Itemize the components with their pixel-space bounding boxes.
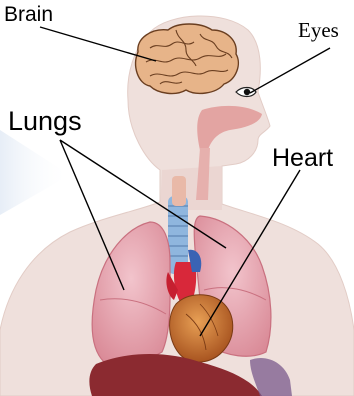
eyes-label: Eyes bbox=[298, 20, 339, 41]
brain bbox=[136, 24, 239, 93]
eyes-leader-line bbox=[250, 48, 330, 93]
brain-label: Brain bbox=[4, 4, 53, 25]
lungs-label: Lungs bbox=[8, 108, 82, 135]
background-glow bbox=[0, 130, 70, 215]
heart-label: Heart bbox=[272, 146, 333, 171]
esophagus bbox=[172, 176, 186, 206]
